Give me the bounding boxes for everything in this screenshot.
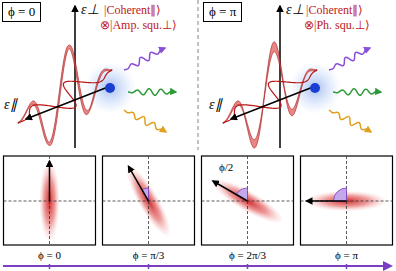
emitter-dot bbox=[105, 83, 115, 93]
phase-tick bbox=[49, 264, 51, 269]
axis-label: ε∥ bbox=[4, 97, 17, 112]
phase-value: ϕ = 0 bbox=[8, 4, 35, 19]
phase-axis bbox=[3, 265, 391, 267]
phase-label: ϕ = 2π/3 bbox=[229, 249, 266, 261]
photon bbox=[128, 89, 176, 96]
phase-label: ϕ = π/3 bbox=[133, 249, 165, 261]
state-label: |Coherent∥⟩ bbox=[306, 4, 363, 17]
phase-box: ϕ = π bbox=[203, 2, 242, 22]
coherent-wave bbox=[223, 70, 317, 123]
axis-perp bbox=[74, 6, 76, 148]
state-label: ⊗|Amp. squ.⊥⟩ bbox=[100, 19, 177, 32]
phase-box: ϕ = 0 bbox=[2, 2, 41, 22]
phase-tick bbox=[346, 264, 348, 269]
phase-panel bbox=[301, 156, 393, 245]
photon bbox=[329, 110, 371, 132]
axis-par bbox=[26, 87, 108, 119]
photon bbox=[329, 48, 370, 70]
phase-tick bbox=[247, 264, 249, 269]
axis-label: ε∥ bbox=[209, 97, 222, 112]
state-label: ⊗|Ph. squ.⊥⟩ bbox=[304, 19, 370, 32]
photon bbox=[333, 89, 381, 96]
phase-tick bbox=[148, 264, 150, 269]
phase-panel bbox=[4, 156, 96, 245]
phase-label: ϕ = π bbox=[335, 249, 358, 261]
phase-value: ϕ = π bbox=[209, 4, 236, 19]
axis-perp bbox=[279, 6, 281, 148]
separator-line bbox=[197, 0, 198, 150]
angle-label: ϕ/2 bbox=[219, 161, 233, 173]
coherent-wave bbox=[18, 70, 112, 123]
state-label: |Coherent∥⟩ bbox=[104, 4, 161, 17]
phase-panel bbox=[103, 156, 195, 245]
phase-label: ϕ = 0 bbox=[38, 249, 61, 261]
squeezed-wave bbox=[223, 42, 317, 148]
emitter-dot bbox=[310, 83, 320, 93]
axis-label: ε⊥ bbox=[286, 2, 304, 17]
axis-par bbox=[231, 87, 313, 119]
squeezed-wave bbox=[18, 45, 112, 146]
photon bbox=[124, 110, 166, 132]
axis-label: ε⊥ bbox=[81, 2, 99, 17]
photon bbox=[124, 48, 165, 70]
phase-panel bbox=[202, 156, 294, 245]
